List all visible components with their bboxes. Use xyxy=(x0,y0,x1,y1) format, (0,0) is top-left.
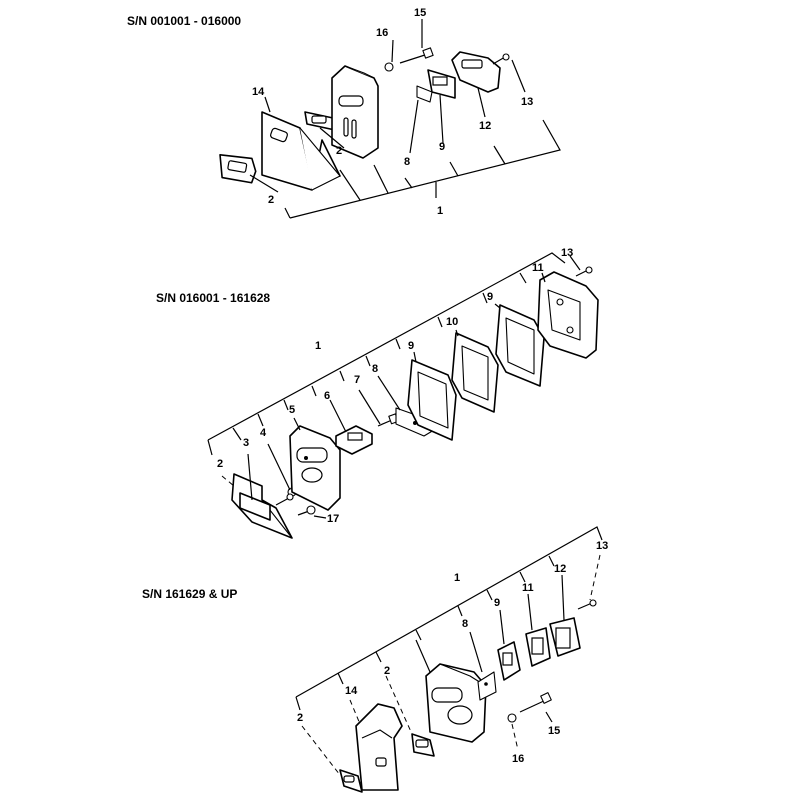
callout-label: 16 xyxy=(512,753,524,765)
callout-label: 4 xyxy=(260,427,267,439)
screw-part xyxy=(297,505,316,516)
serial-range-label: S/N 001001 - 016000 xyxy=(127,14,241,28)
callout-label: 2 xyxy=(384,665,390,677)
screw-part xyxy=(377,413,399,427)
muffler-body-part xyxy=(289,425,341,511)
callout-label: 9 xyxy=(408,340,414,352)
callout-label: 8 xyxy=(404,156,410,168)
screw-part xyxy=(275,493,294,506)
bolt-part xyxy=(384,47,434,72)
callout-label: 6 xyxy=(324,390,330,402)
callout-label: 1 xyxy=(454,572,460,584)
callout-label: 9 xyxy=(494,597,500,609)
gasket-part xyxy=(411,733,435,757)
housing-part xyxy=(537,271,599,359)
callout-label: 13 xyxy=(521,96,533,108)
section-3: S/N 161629 & UP xyxy=(142,526,608,793)
callout-label: 9 xyxy=(439,141,445,153)
gasket-part xyxy=(427,69,456,99)
screw-part xyxy=(577,599,597,610)
gasket-part xyxy=(495,304,545,387)
callout-label: 15 xyxy=(414,7,426,19)
serial-range-label: S/N 161629 & UP xyxy=(142,587,237,601)
callout-label: 14 xyxy=(345,685,358,697)
callout-label: 12 xyxy=(554,563,566,575)
callout-label: 13 xyxy=(561,247,573,259)
callout-label: 17 xyxy=(327,513,339,525)
heat-shield-part xyxy=(261,111,341,191)
callout-label: 8 xyxy=(372,363,378,375)
spacer-part xyxy=(416,85,433,103)
section-2: S/N 016001 - 161628 xyxy=(156,247,599,539)
callout-label: 11 xyxy=(522,582,534,594)
callout-label: 8 xyxy=(462,618,468,630)
callout-label: 14 xyxy=(252,86,265,98)
callout-label: 13 xyxy=(596,540,608,552)
callout-label: 2 xyxy=(217,458,223,470)
gasket-part xyxy=(219,154,257,184)
callout-label: 11 xyxy=(532,262,544,274)
spacer-part xyxy=(335,425,373,455)
callout-label: 2 xyxy=(297,712,303,724)
callout-label: 10 xyxy=(446,316,458,328)
gasket-part xyxy=(339,769,363,793)
gasket-part xyxy=(407,359,457,441)
gasket-part xyxy=(451,332,499,413)
callout-label: 5 xyxy=(289,404,295,416)
section-1: S/N 001001 - 016000 xyxy=(127,7,561,219)
screw-part xyxy=(492,53,510,65)
screw-part xyxy=(575,266,593,277)
gasket-part xyxy=(239,492,271,521)
callout-label: 16 xyxy=(376,27,388,39)
callout-label: 9 xyxy=(487,291,493,303)
callout-label: 1 xyxy=(437,205,443,217)
callout-label: 2 xyxy=(336,145,342,157)
bolt-part xyxy=(507,692,552,723)
callout-label: 2 xyxy=(268,194,274,206)
gasket-part xyxy=(304,111,336,131)
gasket-part xyxy=(525,627,551,667)
flange-part xyxy=(451,51,501,93)
gasket-part xyxy=(497,641,521,681)
callout-label: 12 xyxy=(479,120,491,132)
muffler-body-part xyxy=(425,663,487,743)
serial-range-label: S/N 016001 - 161628 xyxy=(156,291,270,305)
heat-shield-part xyxy=(355,703,403,791)
callout-label: 7 xyxy=(354,374,360,386)
callout-label: 15 xyxy=(548,725,560,737)
muffler-body-part xyxy=(331,65,379,159)
callout-label: 1 xyxy=(315,340,321,352)
spacer-part xyxy=(477,671,497,701)
callout-label: 3 xyxy=(243,437,249,449)
flange-part xyxy=(549,617,581,657)
